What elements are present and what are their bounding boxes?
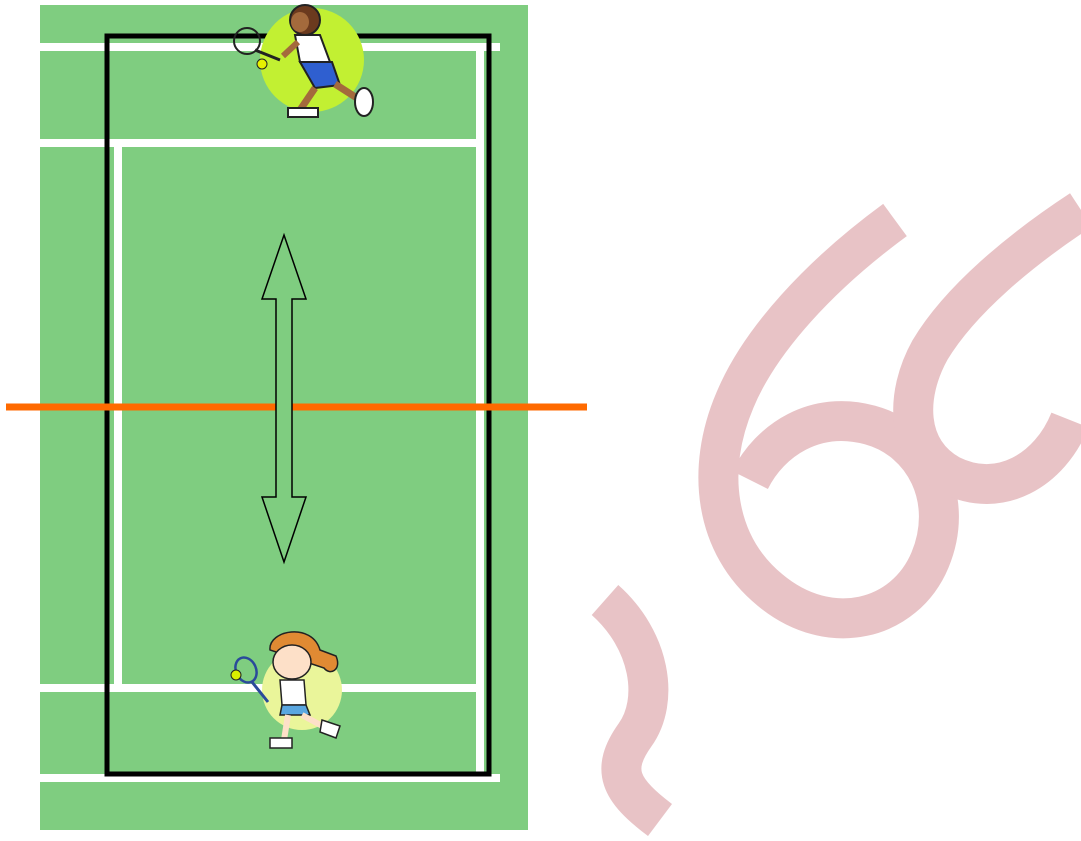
watermark-digit-partial (605, 600, 660, 820)
watermark-digit-6-right (913, 210, 1081, 484)
watermark (605, 210, 1081, 820)
